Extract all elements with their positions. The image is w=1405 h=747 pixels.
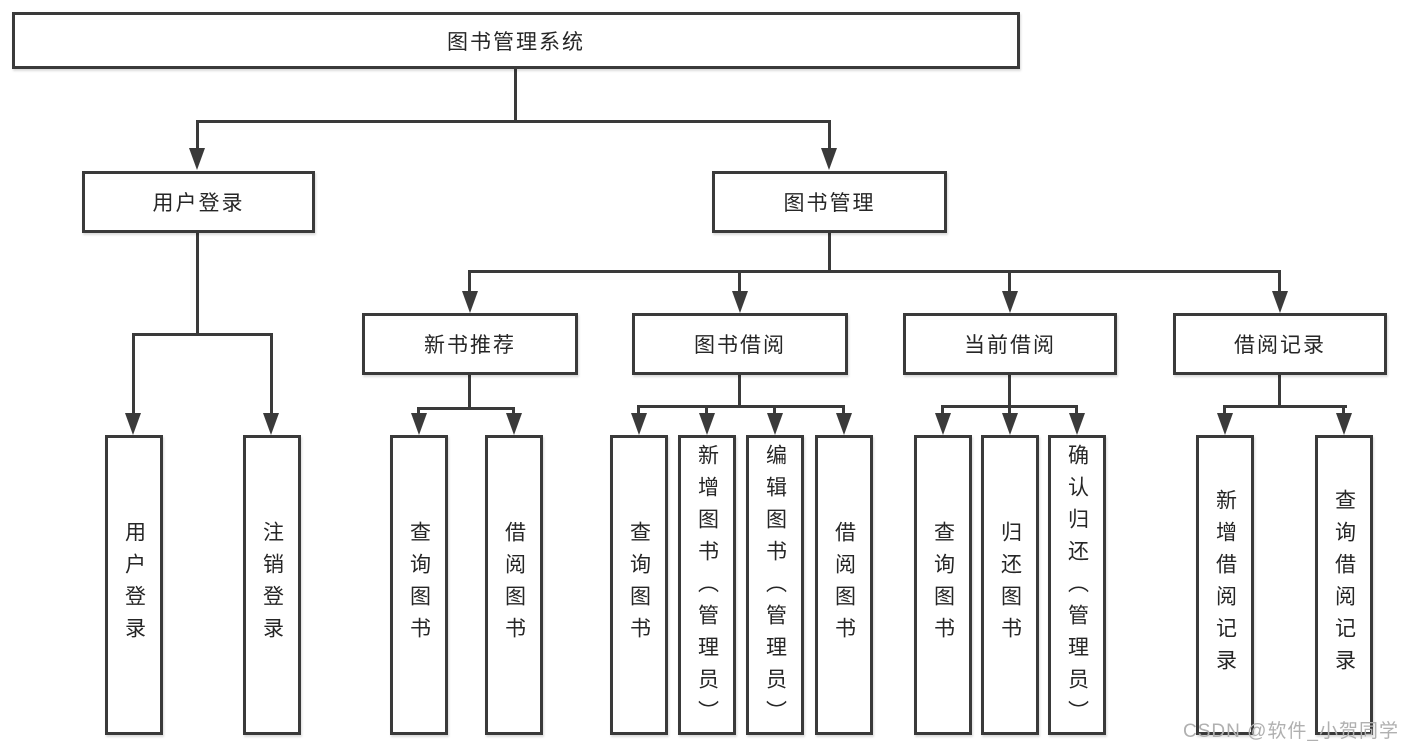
arrow-down-icon [462, 291, 478, 313]
connector-line [196, 231, 199, 335]
leaf-query-borrow-record: 查询借阅记录 [1315, 435, 1373, 735]
leaf-query-books: 查询图书 [914, 435, 972, 735]
leaf-return-books: 归还图书 [981, 435, 1039, 735]
arrow-down-icon [699, 413, 715, 435]
arrow-down-icon [1069, 413, 1085, 435]
arrow-down-icon [767, 413, 783, 435]
connector-line [1342, 405, 1345, 417]
leaf-add-book-admin: 新增图书（管理员） [678, 435, 736, 735]
connector-line [196, 120, 831, 123]
connector-line [514, 66, 517, 122]
connector-line [1008, 405, 1011, 417]
connector-line [941, 405, 944, 417]
arrow-down-icon [821, 148, 837, 170]
arrow-down-icon [1002, 413, 1018, 435]
leaf-query-books: 查询图书 [390, 435, 448, 735]
node-book-management: 图书管理 [712, 171, 947, 233]
connector-line [417, 407, 420, 417]
node-new-book-recommend: 新书推荐 [362, 313, 578, 375]
leaf-logout: 注销登录 [243, 435, 301, 735]
arrow-down-icon [411, 413, 427, 435]
arrow-down-icon [1272, 291, 1288, 313]
connector-line [1223, 405, 1347, 408]
connector-line [828, 231, 831, 273]
node-borrowing-records: 借阅记录 [1173, 313, 1387, 375]
leaf-edit-book-admin: 编辑图书（管理员） [746, 435, 804, 735]
leaf-confirm-return-admin: 确认归还（管理员） [1048, 435, 1106, 735]
connector-line [270, 333, 273, 417]
arrow-down-icon [263, 413, 279, 435]
node-user-login: 用户登录 [82, 171, 315, 233]
connector-line [468, 270, 471, 294]
connector-line [637, 405, 640, 417]
connector-line [196, 120, 199, 152]
connector-line [1008, 373, 1011, 407]
connector-line [1008, 270, 1011, 294]
connector-line [1278, 270, 1281, 294]
connector-line [738, 270, 741, 294]
connector-line [468, 270, 1281, 273]
connector-line [132, 333, 273, 336]
connector-line [773, 405, 776, 417]
leaf-query-books: 查询图书 [610, 435, 668, 735]
connector-line [512, 407, 515, 417]
node-root-system: 图书管理系统 [12, 12, 1020, 69]
arrow-down-icon [631, 413, 647, 435]
leaf-user-login: 用户登录 [105, 435, 163, 735]
arrow-down-icon [1217, 413, 1233, 435]
connector-line [705, 405, 708, 417]
leaf-add-borrow-record: 新增借阅记录 [1196, 435, 1254, 735]
connector-line [637, 405, 845, 408]
connector-line [1075, 405, 1078, 417]
arrow-down-icon [1002, 291, 1018, 313]
leaf-borrow-books: 借阅图书 [815, 435, 873, 735]
connector-line [468, 373, 471, 409]
node-book-borrowing: 图书借阅 [632, 313, 848, 375]
arrow-down-icon [1336, 413, 1352, 435]
csdn-watermark: CSDN @软件_小贺同学 [1183, 721, 1399, 742]
arrow-down-icon [836, 413, 852, 435]
arrow-down-icon [125, 413, 141, 435]
arrow-down-icon [732, 291, 748, 313]
node-current-borrowing: 当前借阅 [903, 313, 1117, 375]
connector-line [828, 120, 831, 152]
arrow-down-icon [189, 148, 205, 170]
connector-line [417, 407, 515, 410]
connector-line [1278, 373, 1281, 407]
connector-line [738, 373, 741, 407]
leaf-borrow-books: 借阅图书 [485, 435, 543, 735]
connector-line [842, 405, 845, 417]
connector-line [132, 333, 135, 417]
arrow-down-icon [506, 413, 522, 435]
arrow-down-icon [935, 413, 951, 435]
connector-line [1223, 405, 1226, 417]
